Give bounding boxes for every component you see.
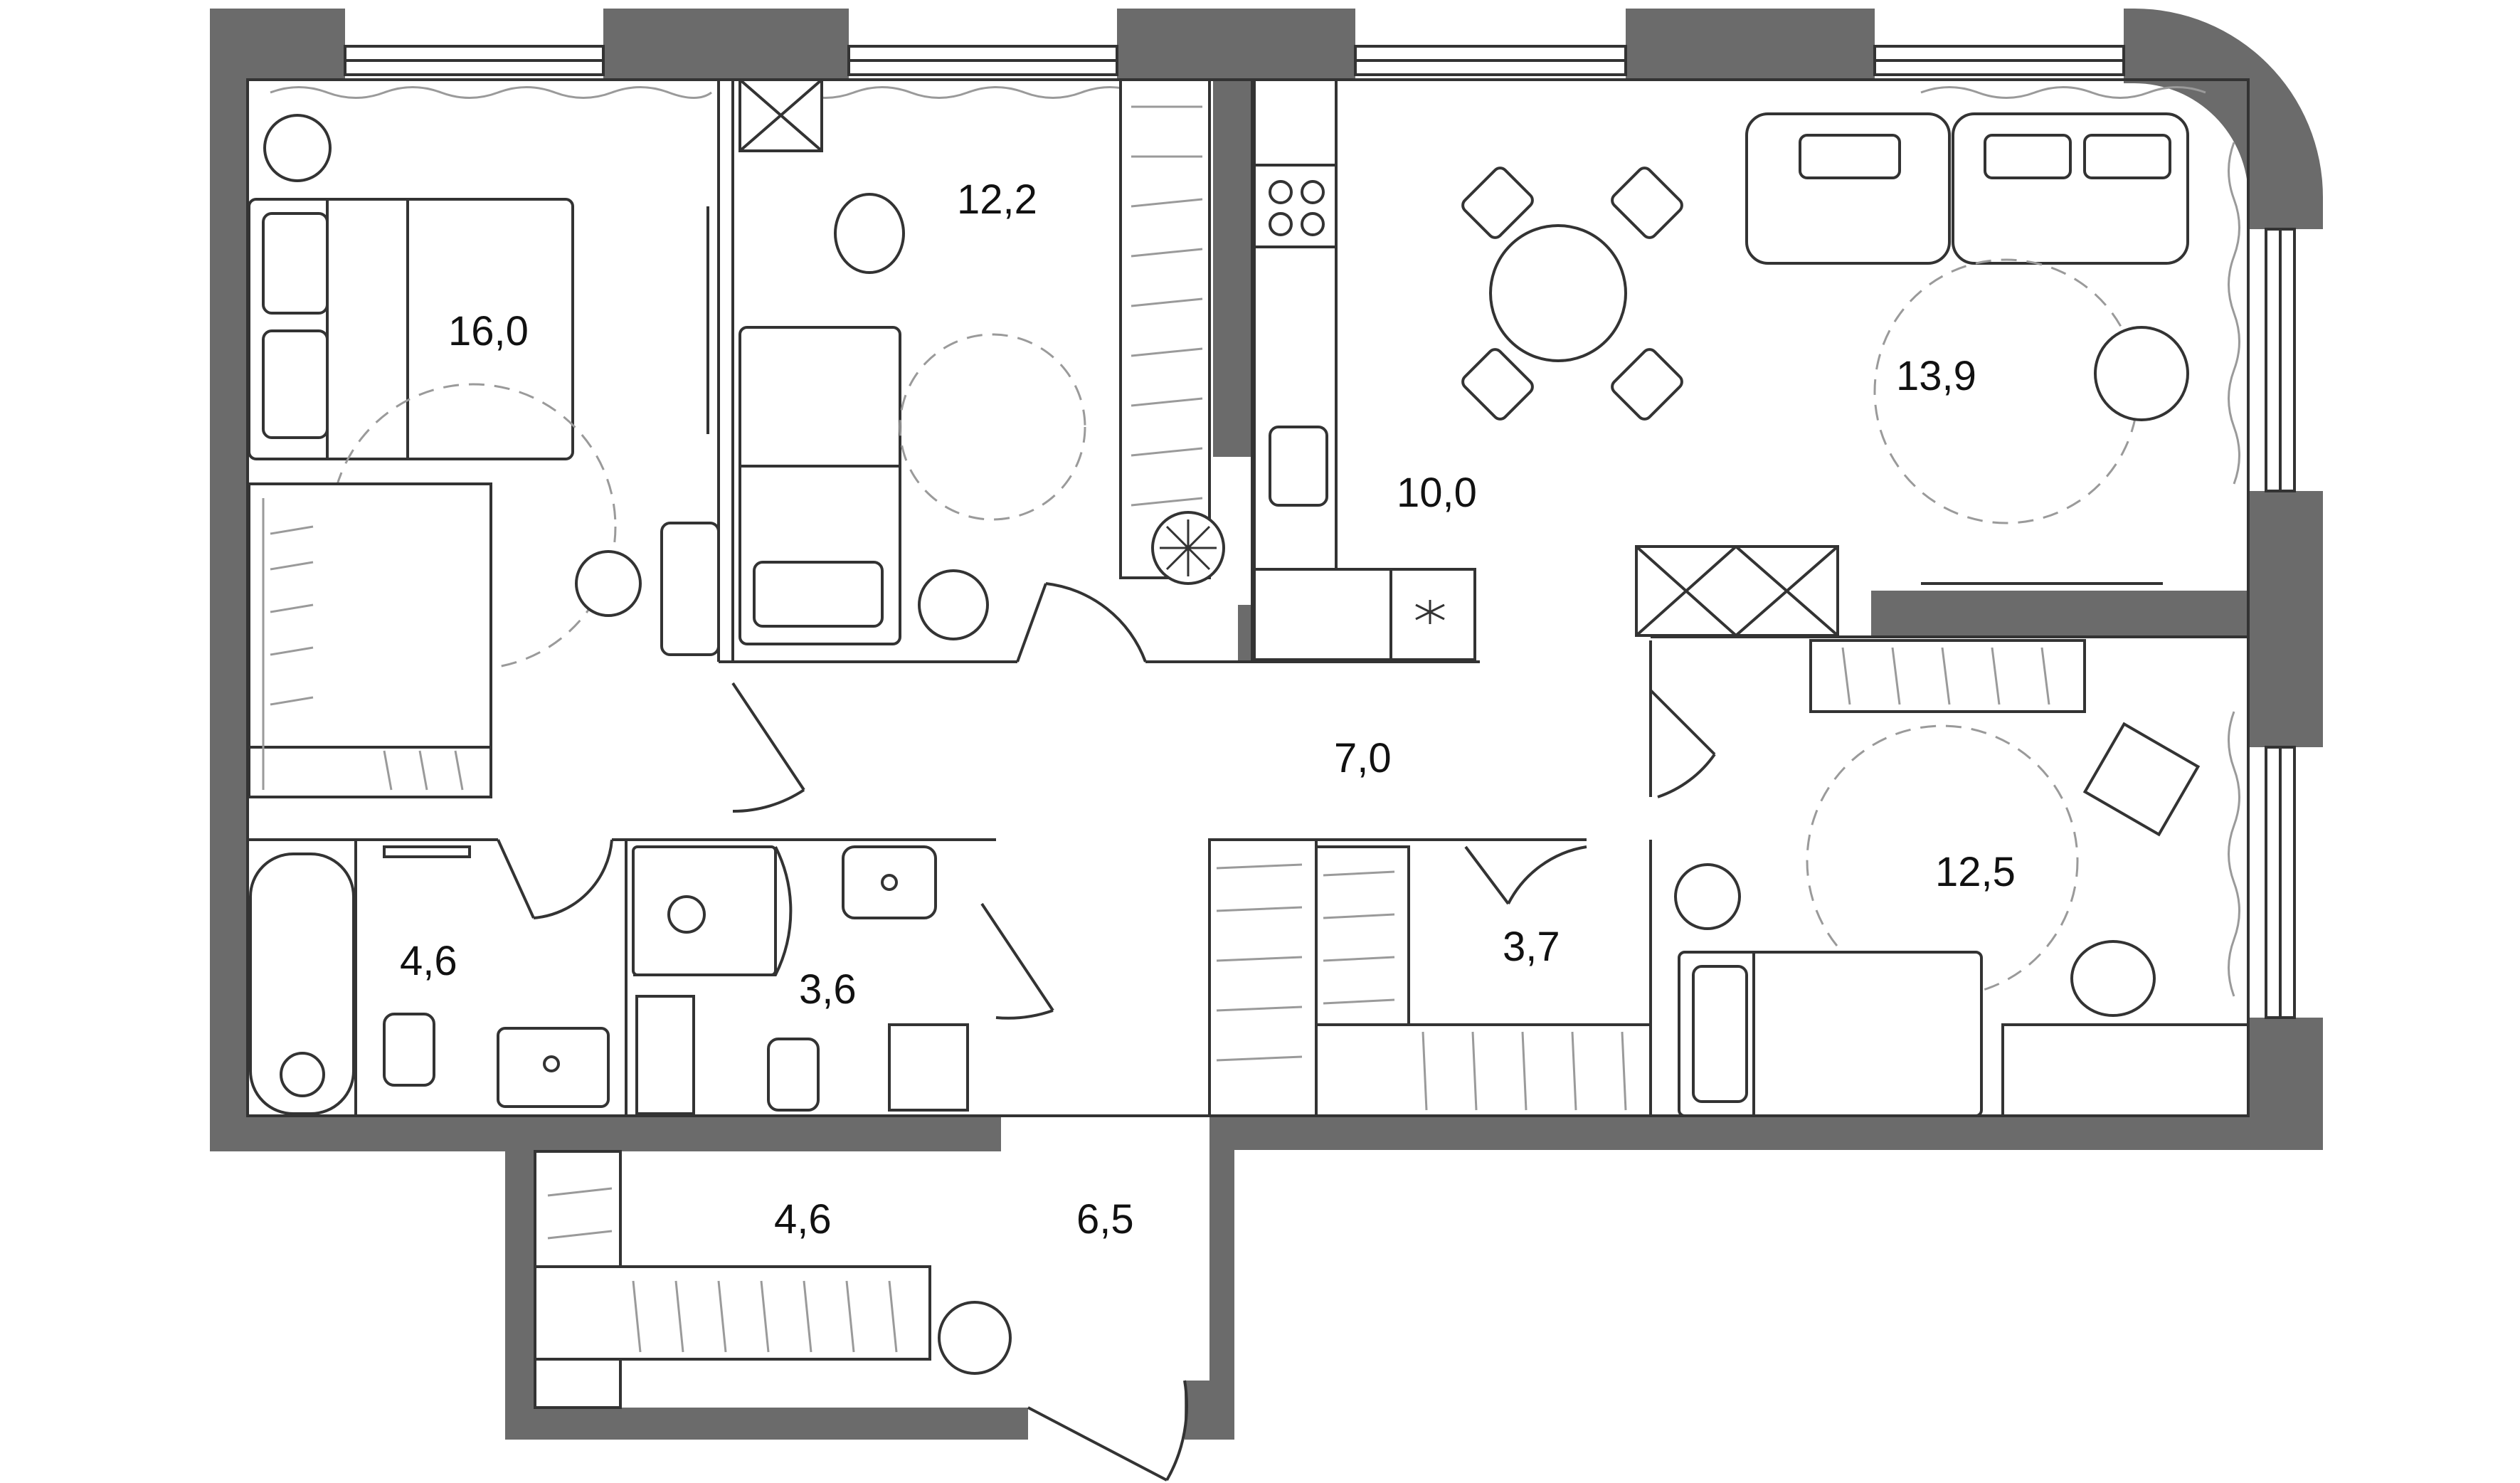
room-area-wardrobe-small: 3,7 — [1503, 924, 1560, 970]
plant-icon — [1160, 519, 1217, 576]
walls — [210, 9, 2323, 1440]
room-labels: 16,0 12,2 10,0 13,9 7,0 12,5 4,6 3,6 3,7… — [400, 176, 2016, 1242]
room-area-bedroom-kids: 12,2 — [957, 176, 1037, 223]
room-area-bedroom-main: 16,0 — [448, 308, 529, 354]
room-area-kitchen: 10,0 — [1397, 470, 1477, 516]
furniture — [248, 78, 2250, 1409]
room-area-bathroom: 4,6 — [400, 938, 457, 984]
room-area-entry: 6,5 — [1076, 1196, 1134, 1242]
room-area-hall: 7,0 — [1334, 735, 1392, 781]
room-area-wc: 3,6 — [799, 966, 857, 1013]
room-area-bedroom-study: 12,5 — [1935, 849, 2016, 895]
room-area-wardrobe-entry: 4,6 — [774, 1196, 832, 1242]
doors — [497, 582, 1716, 1482]
windows — [344, 45, 2296, 1019]
room-area-living: 13,9 — [1896, 353, 1976, 399]
